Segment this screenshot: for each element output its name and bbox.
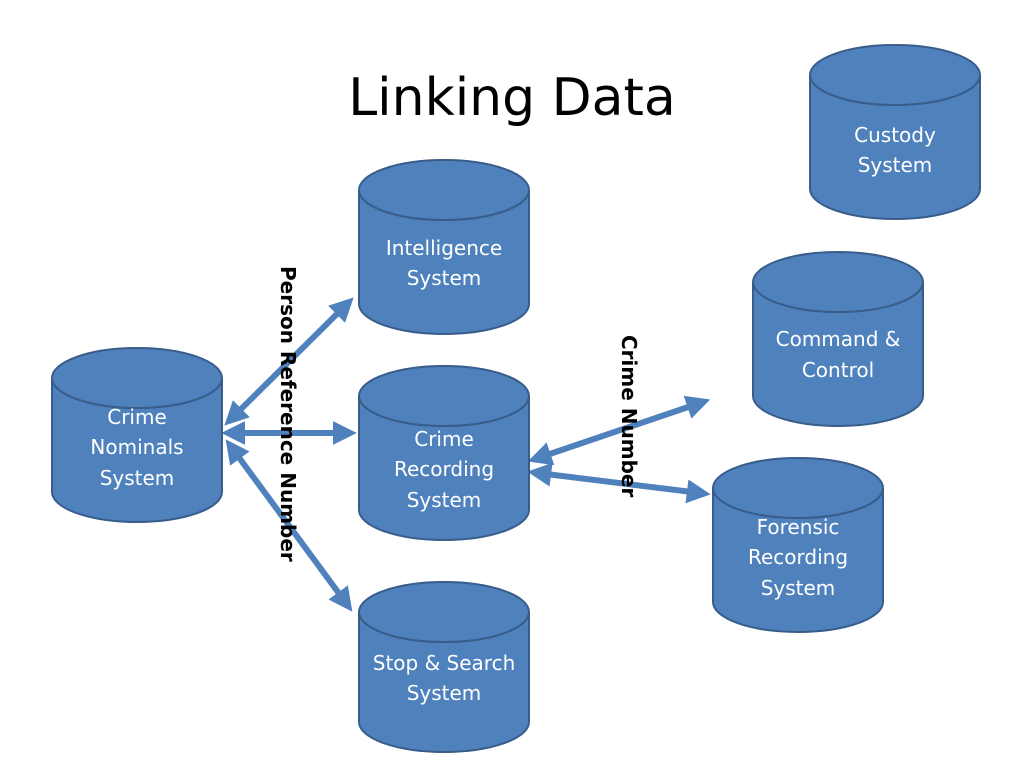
crime-recording-cylinder: Crime Recording System	[358, 365, 530, 541]
nominals-label-line2: Nominals	[90, 435, 183, 459]
nominals-label-line1: Crime	[107, 405, 167, 429]
forensic-label-line2: Recording	[748, 545, 848, 569]
arrow-crime-recording-forensic	[527, 462, 711, 504]
forensic-label-line1: Forensic	[757, 515, 840, 539]
crime-recording-label-line2: Recording	[394, 457, 494, 481]
command-label-line2: Control	[802, 358, 874, 382]
forensic-recording-cylinder: Forensic Recording System	[712, 457, 884, 633]
stop-search-cylinder: Stop & Search System	[358, 581, 530, 753]
intelligence-label-line2: System	[407, 266, 482, 290]
intelligence-label-line1: Intelligence	[386, 236, 502, 260]
crime-recording-label-line1: Crime	[414, 427, 474, 451]
intelligence-system-cylinder: Intelligence System	[358, 159, 530, 335]
custody-system-cylinder: Custody System	[809, 44, 981, 220]
person-reference-number-label: Person Reference Number	[276, 266, 300, 562]
stop-search-label-line1: Stop & Search	[373, 651, 516, 675]
crime-recording-label-line3: System	[407, 488, 482, 512]
forensic-label-line3: System	[761, 576, 836, 600]
command-label-line1: Command &	[776, 327, 901, 351]
arrow-crime-recording-command	[527, 395, 711, 466]
nominals-label-line3: System	[100, 466, 175, 490]
crime-number-label: Crime Number	[617, 335, 641, 497]
custody-label-line2: System	[858, 153, 933, 177]
custody-label-line1: Custody	[854, 123, 936, 147]
stop-search-label-line2: System	[407, 681, 482, 705]
arrow-nominals-intelligence	[224, 297, 354, 426]
arrow-nominals-stop-search	[225, 439, 353, 612]
command-control-cylinder: Command & Control	[752, 251, 924, 427]
crime-nominals-cylinder: Crime Nominals System	[51, 347, 223, 523]
arrows	[221, 297, 711, 612]
slide-title: Linking Data	[348, 68, 676, 128]
